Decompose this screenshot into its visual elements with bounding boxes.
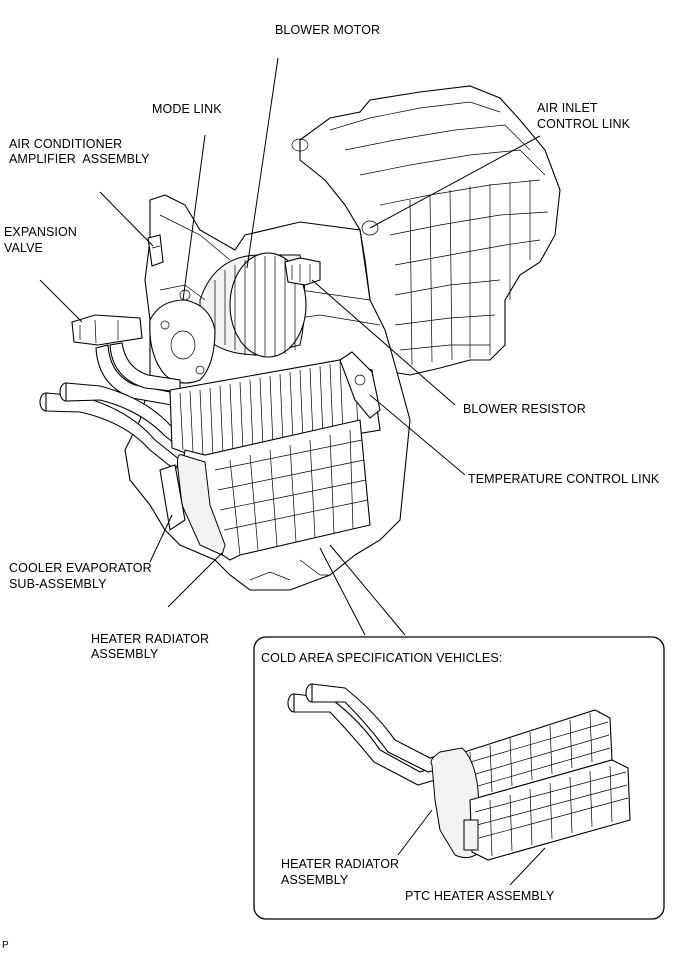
inset-ptc-heater: [463, 759, 631, 861]
label-heater-radiator-line2: ASSEMBLY: [91, 647, 159, 661]
label-temperature-control-link: TEMPERATURE CONTROL LINK: [468, 472, 660, 486]
label-mode-link: MODE LINK: [152, 102, 222, 116]
label-inset-heater-radiator-line1: HEATER RADIATOR: [281, 857, 400, 871]
label-cooler-evaporator-line2: SUB-ASSEMBLY: [9, 577, 107, 591]
leader-inset-right: [329, 544, 406, 636]
inset-heater-pipes: [287, 683, 443, 786]
figure-code: P: [2, 940, 9, 951]
inset-leader-lines: [397, 809, 546, 886]
label-air-inlet-line1: AIR INLET: [537, 101, 598, 115]
leader-air-inlet-control-link: [369, 135, 541, 229]
leader-mode-link: [182, 134, 206, 301]
leader-blower-resistor: [311, 279, 456, 406]
label-ac-amplifier-line1: AIR CONDITIONER: [9, 137, 123, 151]
cold-area-inset-box: [253, 636, 665, 920]
leader-ptc-heater: [509, 847, 546, 886]
label-inset-heater-radiator-line2: ASSEMBLY: [281, 873, 349, 887]
label-air-inlet-line2: CONTROL LINK: [537, 117, 631, 131]
label-blower-resistor: BLOWER RESISTOR: [463, 402, 586, 416]
ac-amplifier: [147, 234, 164, 267]
blower-resistor: [284, 257, 321, 286]
label-blower-motor: BLOWER MOTOR: [275, 23, 381, 37]
air-inlet-housing: [291, 85, 561, 376]
leader-ac-amplifier: [99, 191, 154, 247]
label-cooler-evaporator-line1: COOLER EVAPORATOR: [9, 561, 152, 575]
label-expansion-valve-line1: EXPANSION: [4, 225, 77, 239]
heater-radiator-core: [159, 419, 371, 561]
leader-blower-motor: [246, 57, 279, 269]
leader-inset-left: [319, 547, 366, 636]
temperature-control-link: [339, 351, 381, 419]
label-ac-amplifier-line2: AMPLIFIER ASSEMBLY: [9, 152, 150, 166]
leader-expansion-valve: [39, 279, 83, 323]
label-heater-radiator-line1: HEATER RADIATOR: [91, 632, 210, 646]
label-cold-area-title: COLD AREA SPECIFICATION VEHICLES:: [261, 651, 503, 665]
leader-inset-heater-radiator: [397, 809, 433, 856]
leader-cooler-evaporator: [149, 514, 173, 563]
expansion-valve: [71, 314, 143, 346]
leader-temperature-control-link: [369, 394, 466, 476]
label-ptc-heater: PTC HEATER ASSEMBLY: [405, 889, 555, 903]
leader-lines: [39, 57, 541, 636]
leader-heater-radiator: [167, 552, 223, 608]
label-expansion-valve-line2: VALVE: [4, 241, 43, 255]
